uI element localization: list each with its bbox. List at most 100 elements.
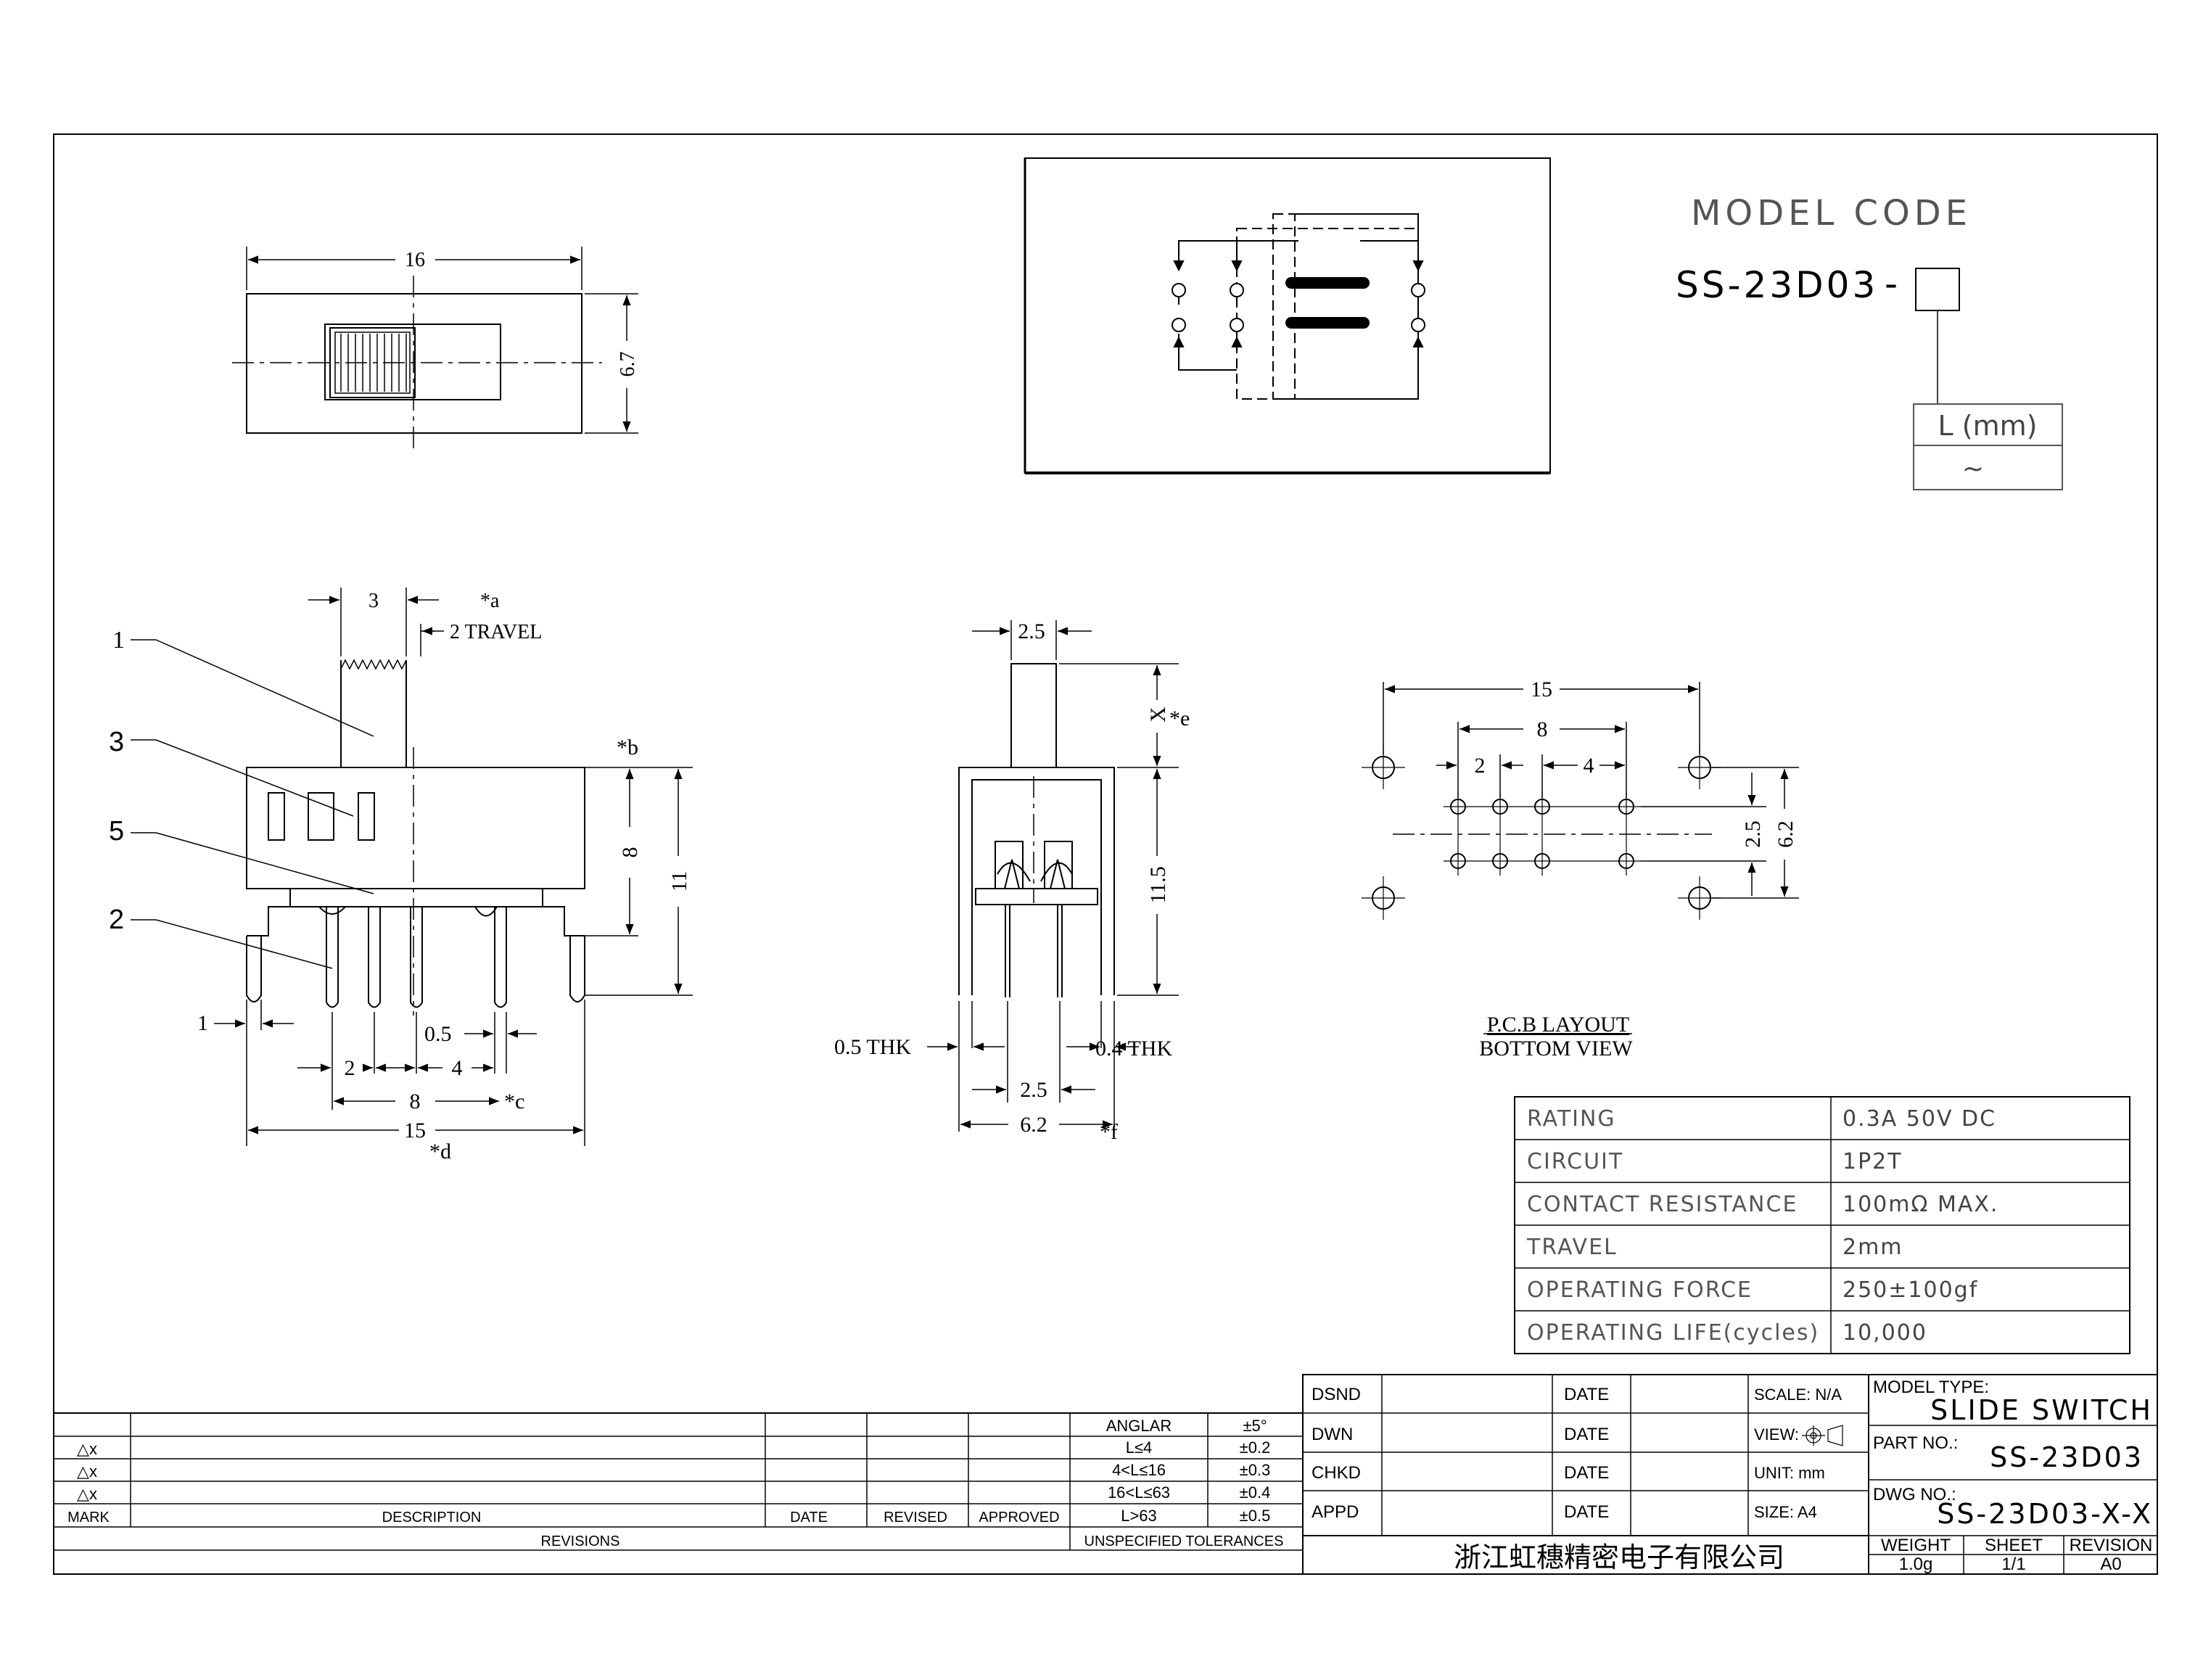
pcb-span-15-dim: 15 [1531,678,1552,701]
company-name: 浙江虹穗精密电子有限公司 [1454,1543,1784,1573]
tolerance-value: ±0.5 [1240,1507,1271,1525]
revisions-footer: REVISIONS [541,1533,620,1549]
side-actuator [1010,663,1057,768]
callout-5: 5 [109,816,124,847]
revision-value: A0 [2100,1555,2121,1574]
side-housing [958,767,1115,995]
part-no-label: PART NO.: [1873,1433,1958,1453]
tolerance-range: 16<L≤63 [1108,1483,1170,1502]
spec-label: RATING [1527,1106,1616,1132]
model-type-label: MODEL TYPE: [1873,1378,1989,1397]
signoff-info: UNIT: mm [1754,1464,1825,1482]
spec-value: 1P2T [1842,1149,1903,1174]
sheet-label: SHEET [1985,1536,2043,1555]
model-code-dash: - [1885,263,1898,305]
pcb-layout-subtitle: BOTTOM VIEW [1479,1037,1633,1061]
side-view: 2.5 X *e 11.5 [834,619,1190,1144]
thk-left-dim: 0.5 THK [834,1035,911,1059]
model-code-value: SS-23D03 [1676,264,1878,306]
spec-value: 2mm [1842,1235,1903,1260]
revision-mark: △x [77,1440,97,1458]
schematic-frame [1024,157,1551,474]
tolerance-range: 4<L≤16 [1112,1461,1166,1479]
signoff-role: APPD [1312,1502,1359,1522]
callout-1: 1 [112,627,125,654]
pin-width-dim: 0.5 [424,1022,452,1046]
top-width-dim: 16 [405,249,425,271]
top-view: 16 6.7 [232,247,639,450]
top-height-dim: 6.7 [617,352,639,377]
spec-value: 250±100gf [1842,1277,1978,1303]
view-projection-icon [1802,1425,1843,1446]
span-8-dim: 8 [410,1090,421,1113]
pcb-row-spacing-dim: 2.5 [1741,820,1765,848]
pin-spacing-dim: 2.5 [1020,1078,1047,1102]
note-f: *f [1100,1120,1118,1144]
spec-value: 100mΩ MAX. [1842,1192,1998,1217]
spec-label: TRAVEL [1526,1235,1618,1260]
tolerance-range: L>63 [1121,1507,1157,1525]
pcb-layout-title: P.C.B LAYOUT [1487,1013,1629,1037]
note-c: *c [504,1090,524,1113]
revision-mark: △x [77,1485,97,1503]
callout-3: 3 [109,727,124,757]
top-view-slot [324,324,501,400]
pcb-pitch-2-dim: 2 [1475,754,1486,778]
length-table [1913,403,2063,490]
callout-2: 2 [109,905,124,935]
signoff-date-label: DATE [1564,1425,1609,1444]
note-d: *d [429,1140,451,1164]
revision-mark: △x [77,1462,97,1481]
side-height-dim: 11.5 [1146,866,1170,903]
side-actuator-height-dim: X [1146,707,1170,722]
tolerance-range: ANGLAR [1106,1417,1172,1435]
weight-label: WEIGHT [1881,1536,1951,1555]
thk-right-dim: 0.4 THK [1095,1037,1172,1061]
pitch-2-dim: 2 [345,1056,355,1080]
tolerance-value: ±0.3 [1240,1461,1271,1479]
top-view-body [246,293,582,434]
total-height-dim: 11 [667,871,691,892]
spec-value: 0.3A 50V DC [1842,1106,1996,1132]
front-view: 3 *a 2 TRAVEL 1 3 5 [109,588,693,1164]
dashed-contact-box [1294,213,1419,400]
revision-header-date: DATE [790,1510,828,1525]
switch-body [246,767,585,889]
signoff-date-label: DATE [1564,1385,1609,1404]
travel-dim: 2 TRAVEL [450,621,542,643]
length-table-header: L (mm) [1938,410,2038,442]
tolerances-footer: UNSPECIFIED TOLERANCES [1084,1533,1284,1549]
pitch-4-dim: 4 [452,1056,463,1080]
weight-value: 1.0g [1899,1555,1933,1574]
revision-header-approved: APPROVED [979,1510,1059,1525]
signoff-role: CHKD [1312,1463,1361,1483]
spec-label: CIRCUIT [1527,1149,1623,1174]
note-a: *a [480,590,500,612]
spec-value: 10,000 [1842,1320,1927,1346]
actuator-width-dim: 3 [368,590,379,612]
spec-label: OPERATING FORCE [1527,1277,1753,1303]
pcb-layout: 15 8 2 4 2.5 6.2 P.C.B LAYOUT BOTTOM VIE… [1362,678,1799,1061]
pcb-span-8-dim: 8 [1537,717,1548,741]
signoff-role: DSND [1312,1385,1361,1404]
revision-header-mark: MARK [67,1510,110,1525]
spec-label: OPERATING LIFE(cycles) [1527,1320,1819,1346]
signoff-date-label: DATE [1564,1502,1609,1522]
revision-header-description: DESCRIPTION [382,1510,482,1525]
model-code-block: MODEL CODE SS-23D03 - L (mm) ~ [1676,193,2063,490]
sheet-value: 1/1 [2001,1555,2025,1574]
revision-label: REVISION [2070,1536,2153,1555]
tolerance-range: L≤4 [1126,1438,1153,1457]
circuit-schematic [1024,157,1551,474]
signoff-info: SCALE: N/A [1754,1385,1842,1404]
signoff-info: VIEW: [1754,1425,1799,1444]
span-15-dim: 15 [404,1119,426,1142]
tolerance-value: ±0.2 [1240,1438,1271,1457]
dwg-no: SS-23D03-X-X [1937,1498,2153,1530]
signoff-date-label: DATE [1564,1463,1609,1483]
actuator [340,660,407,768]
body-height-dim: 8 [618,847,642,858]
title-block: △x △x △x MARK DESCRIPTION DATE REVISED A… [53,1374,2158,1575]
